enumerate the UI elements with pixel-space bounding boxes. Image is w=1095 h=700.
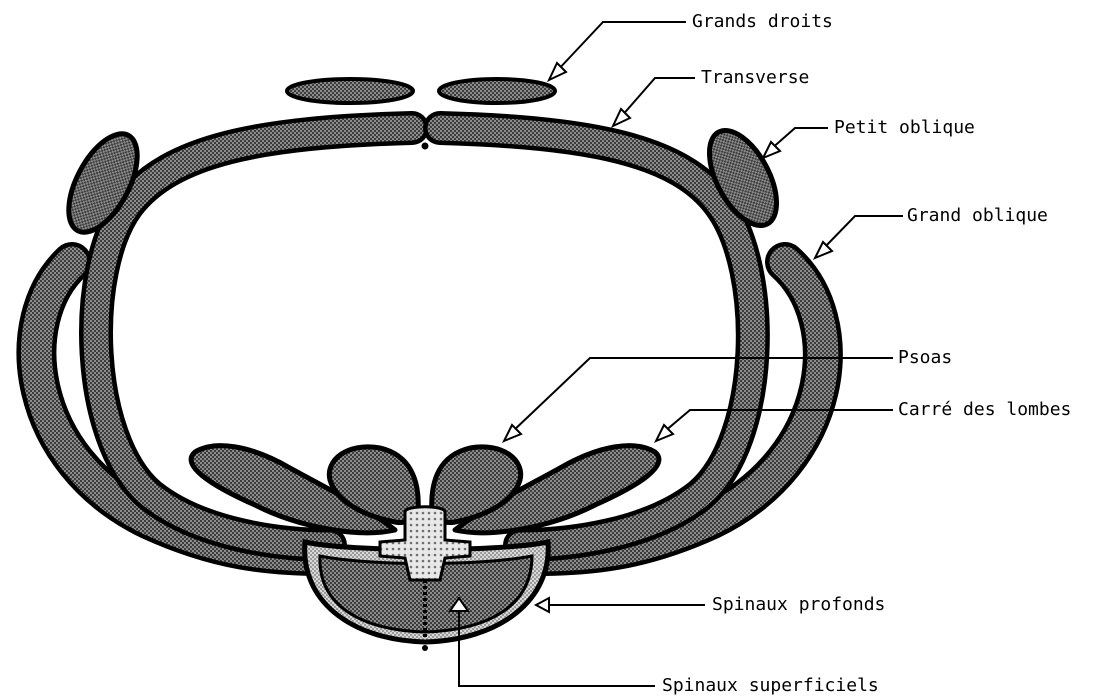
spinous-process-tip <box>422 645 428 651</box>
grand-droit-left <box>287 79 413 103</box>
leader-grands-droits <box>549 22 686 80</box>
label-grands-droits: Grands droits <box>692 11 833 32</box>
label-grand-oblique: Grand oblique <box>907 205 1048 226</box>
arrow-grand-oblique-icon <box>815 242 832 258</box>
label-carre-des-lombes: Carré des lombes <box>898 399 1071 420</box>
leader-transverse <box>613 78 695 126</box>
label-spinaux-superficiels: Spinaux superficiels <box>662 675 879 696</box>
arrow-transverse-icon <box>613 109 630 126</box>
arrow-psoas-icon <box>504 425 521 441</box>
grand-droit-right <box>439 79 555 103</box>
arrow-grands-droits-icon <box>549 63 566 80</box>
grands-droits-muscle <box>287 79 555 103</box>
transverse-muscle <box>96 128 753 545</box>
label-petit-oblique: Petit oblique <box>834 117 975 138</box>
label-spinaux-profonds: Spinaux profonds <box>712 594 885 615</box>
linea-alba-dot <box>422 143 429 150</box>
arrow-spinaux-profonds-icon <box>536 598 549 612</box>
label-transverse: Transverse <box>701 67 809 88</box>
leader-petit-oblique <box>763 128 828 158</box>
leader-spinaux-profonds <box>536 598 705 612</box>
label-psoas: Psoas <box>898 347 952 368</box>
leader-grand-oblique <box>815 216 903 258</box>
leader-carre-des-lombes <box>656 410 893 441</box>
